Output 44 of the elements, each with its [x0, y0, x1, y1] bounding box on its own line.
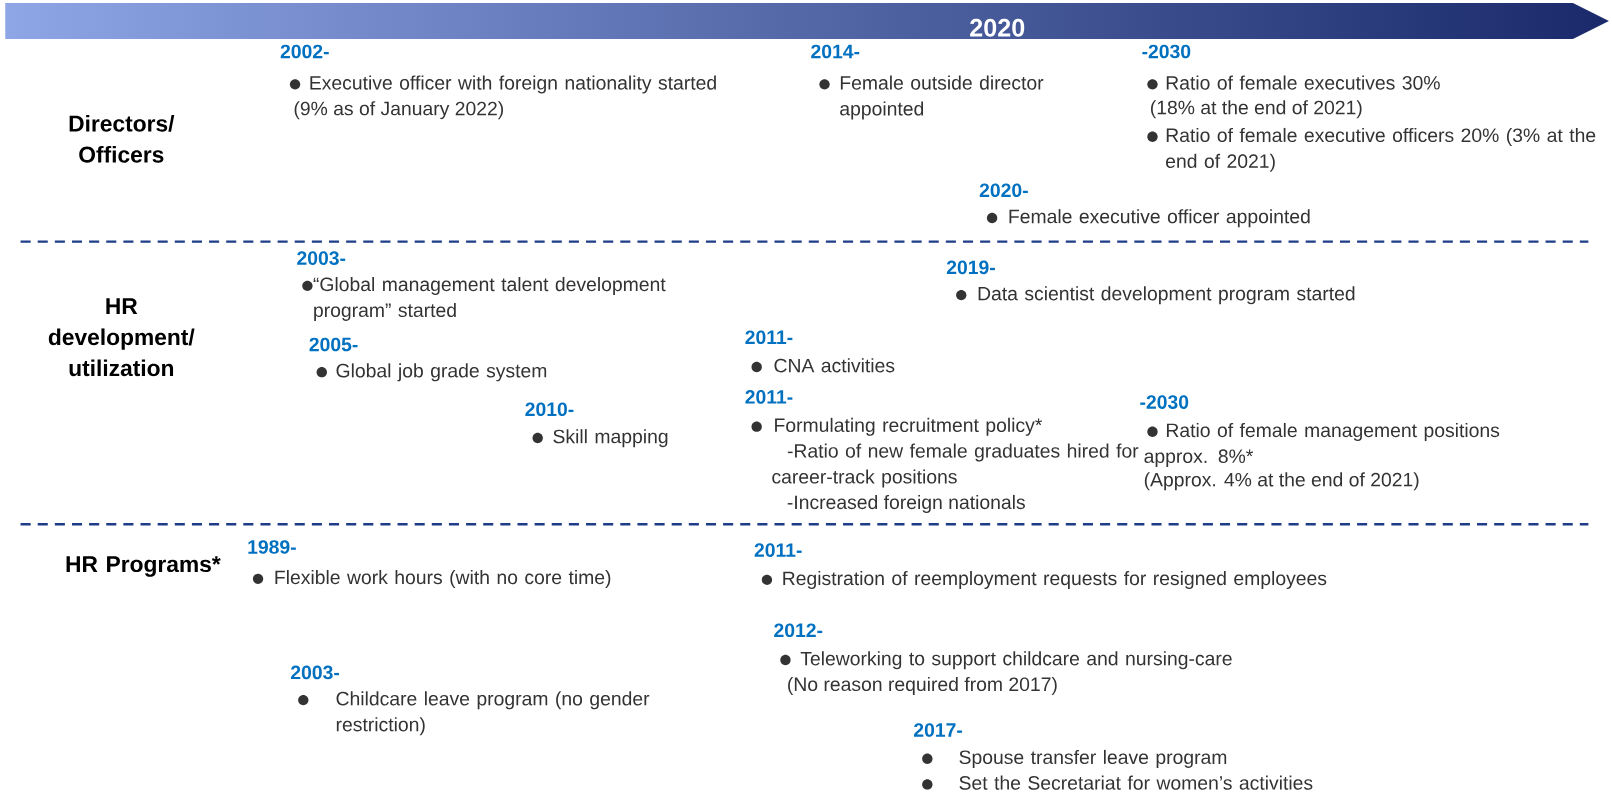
bullet-item: Female executive officer appointed: [986, 209, 1310, 228]
bullet-item: Formulating recruitment policy*: [751, 418, 1043, 436]
year-label: 2011-: [745, 330, 793, 345]
bullet-item: Female outside director appointed: [819, 75, 1044, 120]
year-label: 2014-: [811, 44, 860, 59]
bullet-item: Teleworking to support childcare and nursing-care: [780, 651, 1232, 670]
bullet-item: Ratio of female management positions approx. 8%*: [1144, 423, 1500, 468]
year-label: 2003-: [291, 665, 339, 680]
bullet-item: Childcare leave program (no gender restriction): [298, 691, 650, 736]
year-label: 2019-: [946, 260, 995, 275]
timeline-arrow: 2020: [970, 19, 1025, 37]
bullet-item: Ratio of female executives 30%: [1147, 75, 1440, 90]
year-label: 2012-: [774, 623, 823, 638]
year-label: 2017-: [914, 723, 963, 737]
note-text: (9% as of January 2022): [294, 101, 503, 120]
bullet-item: “Global management talent development program” started: [302, 277, 666, 322]
year-label: 2011-: [754, 543, 802, 558]
note-text: -Increased foreign nationals: [787, 495, 1025, 514]
year-label: 2020-: [979, 183, 1028, 198]
year-label: 2002-: [280, 44, 329, 59]
bullet-item: Flexible work hours (with no core time): [252, 570, 611, 589]
note-text: (Approx. 4% at the end of 2021): [1144, 472, 1419, 491]
bullet-item: Spouse transfer leave program: [922, 750, 1227, 769]
note-text: (18% at the end of 2021): [1151, 100, 1362, 119]
year-label: -2030: [1140, 395, 1189, 410]
note-text: (No reason required from 2017): [788, 677, 1057, 696]
year-label: -2030: [1142, 44, 1191, 59]
bullet-item: Set the Secretariat for women’s activities: [922, 775, 1313, 790]
row-heading: HR Programs*: [66, 556, 221, 577]
bullet-item: Ratio of female executive officers 20% (3% at the end of 2021): [1147, 128, 1596, 172]
bullet-item: CNA activities: [751, 358, 895, 373]
year-label: 2003-: [297, 251, 346, 266]
note-text: -Ratio of new female graduates hired for career-track positions: [772, 443, 1139, 488]
row-heading: HR development/ utilization: [48, 298, 195, 377]
bullet-item: Skill mapping: [532, 429, 668, 448]
bullet-item: Executive officer with foreign nationality started: [289, 75, 716, 94]
year-label: 2011-: [745, 390, 793, 404]
bullet-item: Data scientist development program started: [956, 286, 1355, 305]
year-label: 1989-: [248, 540, 296, 554]
row-heading: Directors/ Officers: [69, 115, 175, 163]
year-label: 2005-: [309, 337, 358, 352]
bullet-item: Registration of reemployment requests for resigned employees: [761, 571, 1327, 590]
bullet-item: Global job grade system: [316, 363, 547, 382]
year-label: 2010-: [525, 402, 574, 417]
